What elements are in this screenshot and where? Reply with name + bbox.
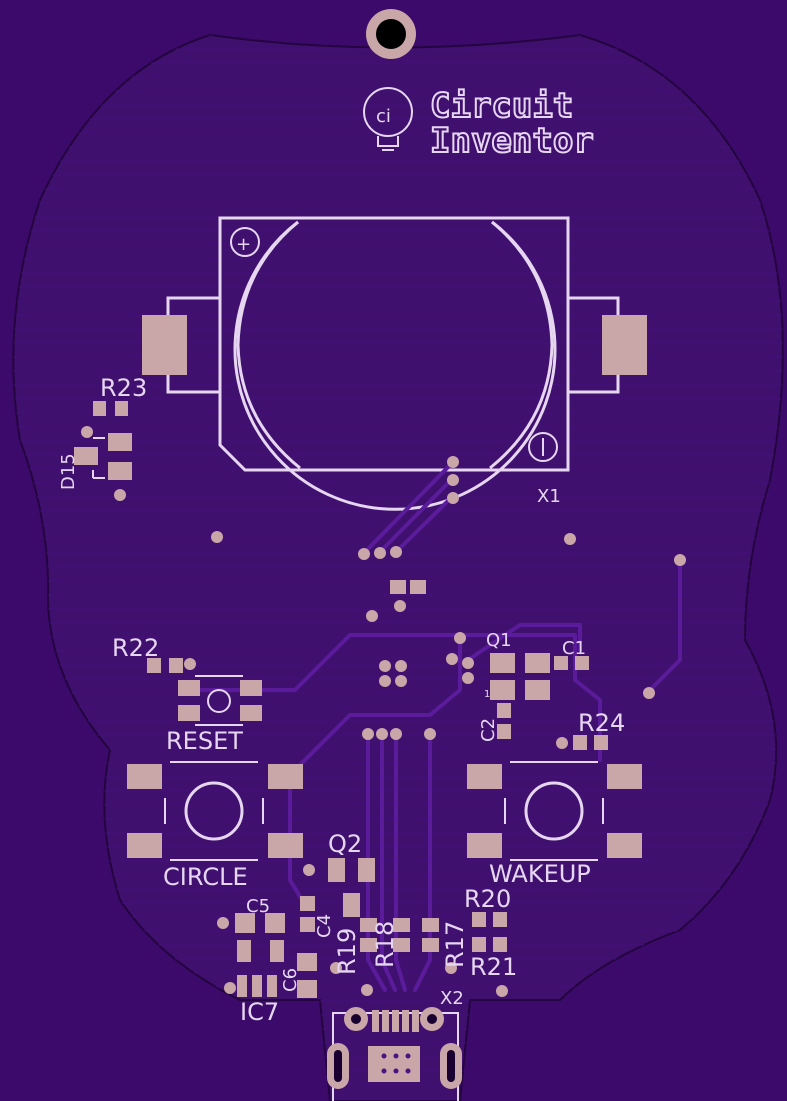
- svg-text:C5: C5: [246, 896, 270, 917]
- r18: R18: [371, 918, 410, 968]
- svg-text:CIRCLE: CIRCLE: [163, 863, 248, 891]
- battery-holder: + X1: [142, 216, 647, 511]
- lightbulb-icon: [363, 87, 413, 137]
- r20: R20: [464, 885, 511, 927]
- svg-text:R20: R20: [464, 885, 511, 913]
- x1-label: X1: [537, 486, 561, 507]
- r17: R17: [422, 918, 469, 968]
- copper-traces: [198, 460, 682, 992]
- c1: C1: [554, 638, 589, 670]
- svg-text:Q1: Q1: [486, 630, 512, 651]
- svg-text:R21: R21: [470, 953, 517, 981]
- minus-icon: [528, 432, 558, 462]
- svg-text:IC7: IC7: [240, 998, 279, 1026]
- svg-text:WAKEUP: WAKEUP: [489, 860, 591, 888]
- c4: C4: [300, 896, 335, 938]
- svg-text:R23: R23: [100, 374, 147, 402]
- wakeup-button: WAKEUP: [467, 761, 642, 888]
- logo-badge: ci: [376, 106, 391, 127]
- battery-pad-right: [602, 315, 647, 375]
- svg-text:+: +: [236, 234, 251, 255]
- r23: R23: [93, 374, 147, 416]
- svg-text:C1: C1: [562, 638, 586, 659]
- svg-text:C2: C2: [478, 718, 499, 742]
- svg-text:R18: R18: [371, 921, 399, 968]
- ground-pour-hatch: [13, 35, 783, 1101]
- vias: [81, 426, 686, 997]
- mounting-hole: [366, 9, 416, 59]
- logo-line1: Circuit: [430, 86, 573, 126]
- usb-connector: X2: [327, 988, 464, 1101]
- svg-text:R24: R24: [578, 709, 625, 737]
- svg-text:C4: C4: [314, 914, 335, 938]
- svg-text:D15: D15: [58, 453, 79, 490]
- circle-button: CIRCLE: [127, 761, 303, 891]
- circuit-inventor-logo: ci Circuit Inventor: [363, 85, 595, 162]
- plus-icon: [230, 227, 260, 257]
- logo-line2: Inventor: [430, 121, 594, 161]
- svg-text:RESET: RESET: [166, 727, 243, 755]
- svg-text:R17: R17: [441, 921, 469, 968]
- misc-pads: [390, 580, 426, 594]
- svg-text:Q2: Q2: [328, 830, 362, 858]
- ic7: IC7: [237, 940, 284, 1026]
- r24: R24: [573, 709, 625, 750]
- reset-button: RESET: [166, 675, 262, 755]
- r19: R19: [333, 918, 377, 975]
- svg-text:R19: R19: [333, 928, 361, 975]
- svg-text:R22: R22: [112, 634, 159, 662]
- c2: C2: [478, 703, 511, 742]
- battery-pad-left: [142, 315, 187, 375]
- svg-text:1: 1: [484, 689, 490, 700]
- r22: R22: [112, 634, 183, 673]
- c5: C5: [235, 896, 285, 933]
- svg-text:X2: X2: [440, 988, 464, 1009]
- r21: R21: [470, 937, 517, 981]
- d15: D15: [58, 433, 132, 490]
- svg-text:C6: C6: [280, 968, 301, 992]
- q2: Q2: [328, 830, 375, 917]
- c6: C6: [280, 953, 317, 998]
- q1: Q1 1: [484, 630, 550, 700]
